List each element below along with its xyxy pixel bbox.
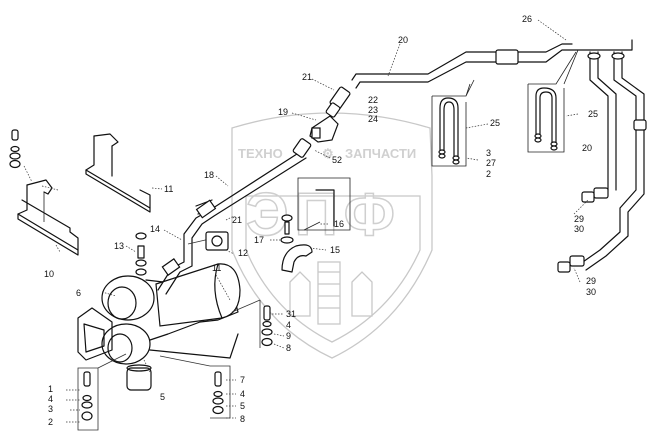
- callout-25: 25: [588, 109, 598, 119]
- callout-13: 13: [114, 241, 124, 251]
- callout-21: 21: [232, 215, 242, 225]
- callout-25: 25: [490, 118, 500, 128]
- callout-26: 26: [522, 14, 532, 24]
- callout-15: 15: [330, 245, 340, 255]
- pipe-part-28-vertical: [579, 51, 647, 271]
- callout-23: 23: [368, 105, 378, 115]
- callout-4: 4: [240, 389, 245, 399]
- leader-lines: [41, 19, 589, 423]
- watermark-shield-inner: [245, 195, 421, 343]
- bolt-stack-top-left: [9, 129, 33, 183]
- watermark-logo-letters: ЭПФ: [246, 181, 401, 248]
- hose-part-52: [292, 138, 312, 158]
- fitting-part-13: [135, 232, 147, 276]
- callout-29: 29: [586, 276, 596, 286]
- watermark-right-word: ЗАПЧАСТИ: [345, 146, 416, 161]
- bolt-part-17: [280, 214, 294, 244]
- callout-4: 4: [48, 394, 53, 404]
- callout-8: 8: [286, 343, 291, 353]
- callout-16: 16: [334, 219, 344, 229]
- callout-20: 20: [398, 35, 408, 45]
- fitting-part-29-30: [557, 187, 609, 273]
- clamp-part-15: [281, 244, 313, 273]
- bracket-part-10: [17, 179, 79, 256]
- bolt-stack-middle: [231, 299, 273, 348]
- callout-17: 17: [254, 235, 264, 245]
- fuel-filter-canister: [155, 263, 241, 327]
- callout-12: 12: [238, 248, 248, 258]
- callout-labels: 1 4 3 2 5 6 7 4 5 8 31 4 9 8 10 11 11 13…: [44, 14, 598, 427]
- callout-5: 5: [240, 401, 245, 411]
- hose-detail-box-right: [527, 49, 579, 153]
- callout-2: 2: [48, 417, 53, 427]
- hose-assembly-14-18: [157, 151, 307, 295]
- watermark-logo: ТЕХНО ⚙ ЗАПЧАСТИ ЭПФ: [231, 112, 433, 359]
- callout-11: 11: [212, 263, 221, 273]
- callout-21: 21: [302, 72, 312, 82]
- filter-housing: [77, 275, 239, 391]
- gear-icon: ⚙: [322, 146, 334, 161]
- fitting-part-19: [309, 115, 339, 143]
- wheat-icon: [289, 261, 373, 325]
- callout-10: 10: [44, 269, 54, 279]
- callout-14: 14: [150, 224, 160, 234]
- callout-9: 9: [286, 331, 291, 341]
- callout-4: 4: [286, 320, 291, 330]
- callout-8: 8: [240, 414, 245, 424]
- bracket-part-16: [297, 177, 351, 231]
- connector-part-12: [205, 231, 229, 251]
- callout-30: 30: [574, 224, 584, 234]
- callout-3: 3: [48, 404, 53, 414]
- bolt-stack-lower-left: [77, 353, 127, 431]
- callout-1: 1: [48, 384, 53, 394]
- callout-6: 6: [76, 288, 81, 298]
- callout-18: 18: [204, 170, 214, 180]
- callout-5: 5: [160, 392, 165, 402]
- callout-24: 24: [368, 114, 378, 124]
- callout-31: 31: [286, 309, 296, 319]
- callout-22: 22: [368, 95, 378, 105]
- callout-3: 3: [486, 148, 491, 158]
- callout-2: 2: [486, 169, 491, 179]
- callout-30: 30: [586, 287, 596, 297]
- callout-11: 11: [164, 184, 173, 194]
- watermark-left-word: ТЕХНО: [238, 146, 283, 161]
- callout-7: 7: [240, 375, 245, 385]
- callout-29: 29: [574, 214, 584, 224]
- callout-52: 52: [332, 155, 342, 165]
- hose-detail-box-left: [431, 79, 475, 167]
- pipe-part-20: [351, 39, 633, 89]
- callout-27: 27: [486, 158, 496, 168]
- bracket-part-11: [85, 133, 151, 213]
- bolt-stack-lower-middle: [159, 355, 231, 419]
- callout-20: 20: [582, 143, 592, 153]
- coupler-part-22-24: [325, 86, 351, 118]
- callout-19: 19: [278, 107, 288, 117]
